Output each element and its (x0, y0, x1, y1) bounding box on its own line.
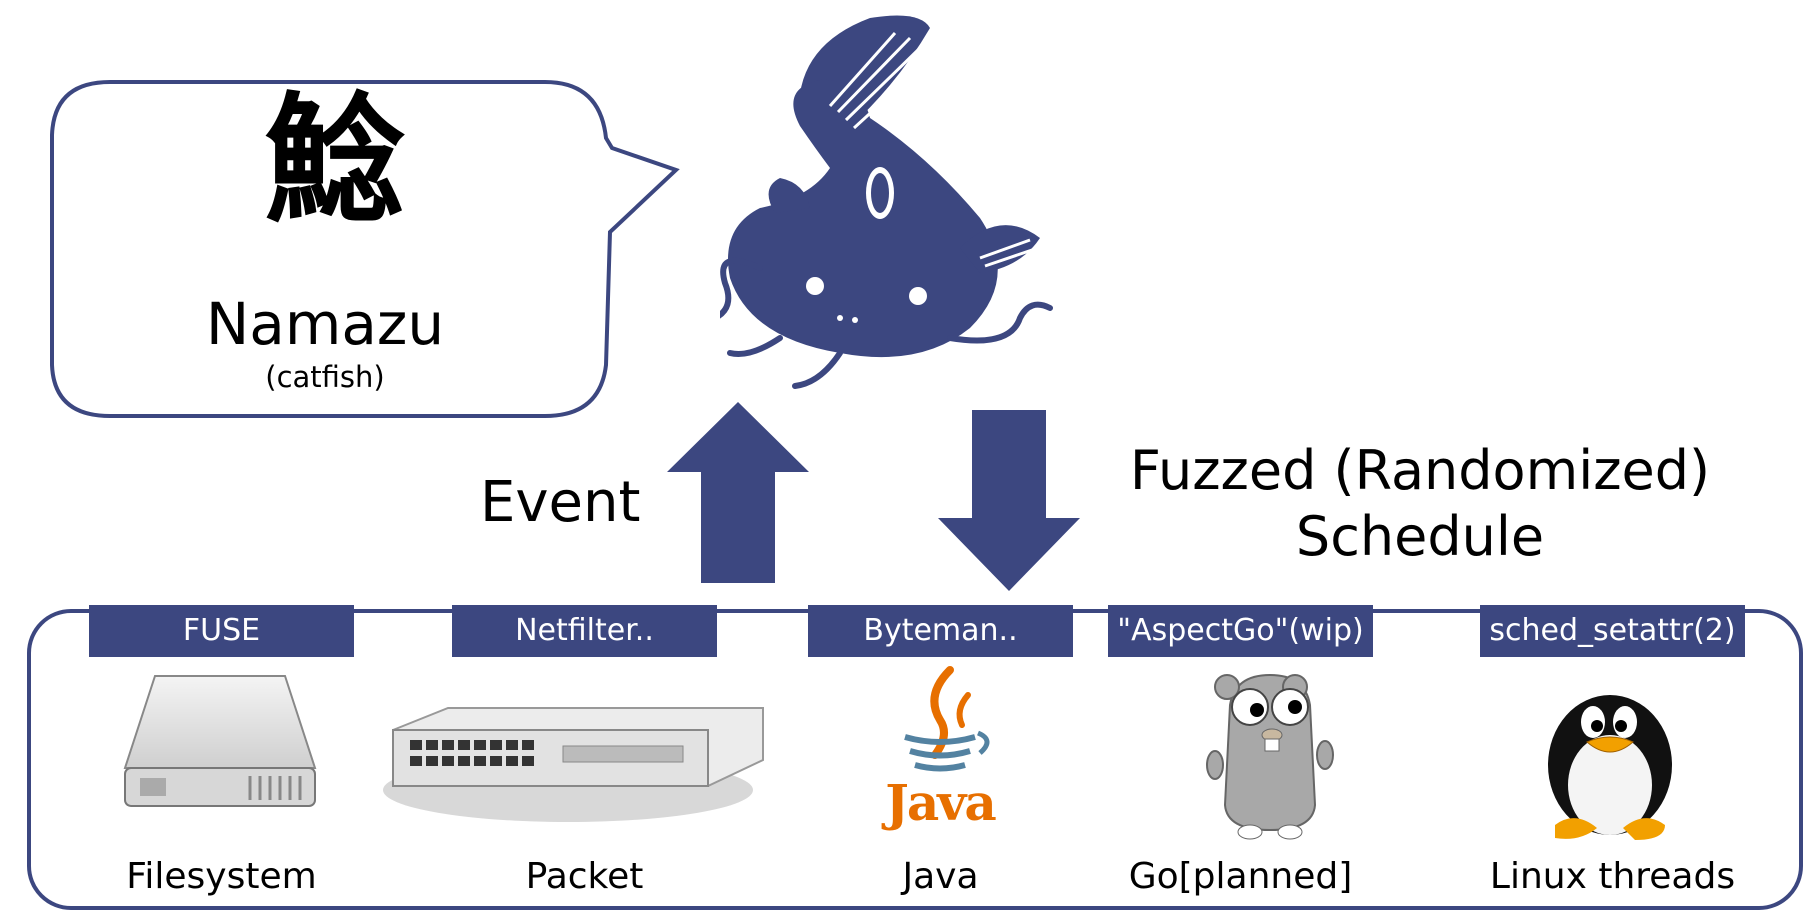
schedule-label-line2: Schedule (1295, 505, 1545, 568)
catfish-icon (720, 15, 1053, 389)
netfilter-tag: Netfilter.. (452, 605, 717, 657)
filesystem-label: Filesystem (126, 856, 317, 897)
tux-penguin-icon (1548, 695, 1672, 840)
go-label: Go[planned] (1128, 856, 1353, 897)
bubble-subtitle: (catfish) (265, 360, 385, 394)
java-logo-icon (904, 666, 990, 772)
sched-setattr-tag: sched_setattr(2) (1480, 605, 1745, 657)
schedule-down-arrow (938, 410, 1080, 591)
fuse-tag: FUSE (89, 605, 354, 657)
namazu-kanji: 鯰 (264, 80, 405, 243)
java-label: Java (902, 856, 979, 897)
network-switch-icon (383, 707, 764, 822)
aspectgo-tag: "AspectGo"(wip) (1108, 605, 1373, 657)
packet-label: Packet (525, 856, 644, 897)
schedule-label: Fuzzed (Randomized) Schedule (1060, 438, 1780, 570)
targets-panel (27, 609, 1803, 910)
schedule-label-line1: Fuzzed (Randomized) (1129, 439, 1711, 502)
go-gopher-icon (1206, 673, 1334, 840)
linux-threads-label: Linux threads (1489, 856, 1736, 897)
bubble-title: Namazu (205, 290, 445, 358)
byteman-tag: Byteman.. (808, 605, 1073, 657)
java-logo-text: Java (885, 773, 997, 832)
speech-bubble (50, 80, 680, 418)
event-up-arrow (667, 402, 809, 583)
hard-drive-icon (123, 675, 317, 807)
event-label: Event (480, 470, 641, 535)
